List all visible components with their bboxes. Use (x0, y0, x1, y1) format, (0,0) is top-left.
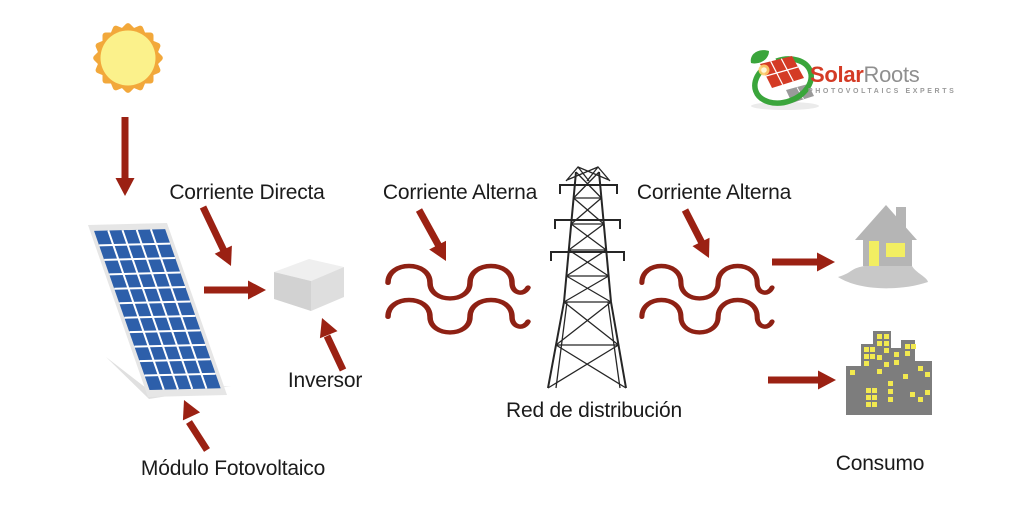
solarroots-logo-icon (750, 50, 819, 110)
city-icon (846, 331, 932, 415)
logo-word-roots: Roots (863, 62, 920, 87)
house-icon (838, 205, 928, 289)
arrow-inversor-label (319, 318, 347, 372)
arrow-to-house (772, 252, 835, 272)
arrow-corriente-directa (199, 205, 232, 266)
arrow-panel-to-inverter (204, 280, 266, 300)
label-modulo-fotovoltaico: Módulo Fotovoltaico (140, 457, 326, 480)
arrow-corriente-alterna-right (681, 208, 710, 258)
label-consumo: Consumo (835, 452, 925, 475)
logo-word-solar: Solar (810, 62, 864, 87)
sun-icon (93, 23, 163, 93)
solar-panel-icon (88, 223, 231, 399)
ac-wave-left-icon (388, 266, 528, 332)
label-red-distribucion: Red de distribución (506, 399, 682, 422)
logo-tagline: PHOTOVOLTAICS EXPERTS (808, 88, 957, 95)
ac-wave-right-icon (642, 266, 772, 332)
label-corriente-alterna-right: Corriente Alterna (636, 181, 792, 204)
solarroots-logo-wordmark: SolarRoots (810, 62, 920, 88)
label-corriente-alterna-left: Corriente Alterna (382, 181, 538, 204)
inverter-icon (274, 259, 344, 311)
arrow-modulo-label (182, 400, 210, 452)
label-inversor: Inversor (287, 369, 363, 392)
label-corriente-directa: Corriente Directa (169, 181, 325, 204)
arrow-sun-to-panel (115, 117, 135, 196)
transmission-tower-icon (547, 165, 627, 389)
arrow-corriente-alterna-left (415, 208, 446, 261)
arrow-to-city (768, 370, 836, 390)
